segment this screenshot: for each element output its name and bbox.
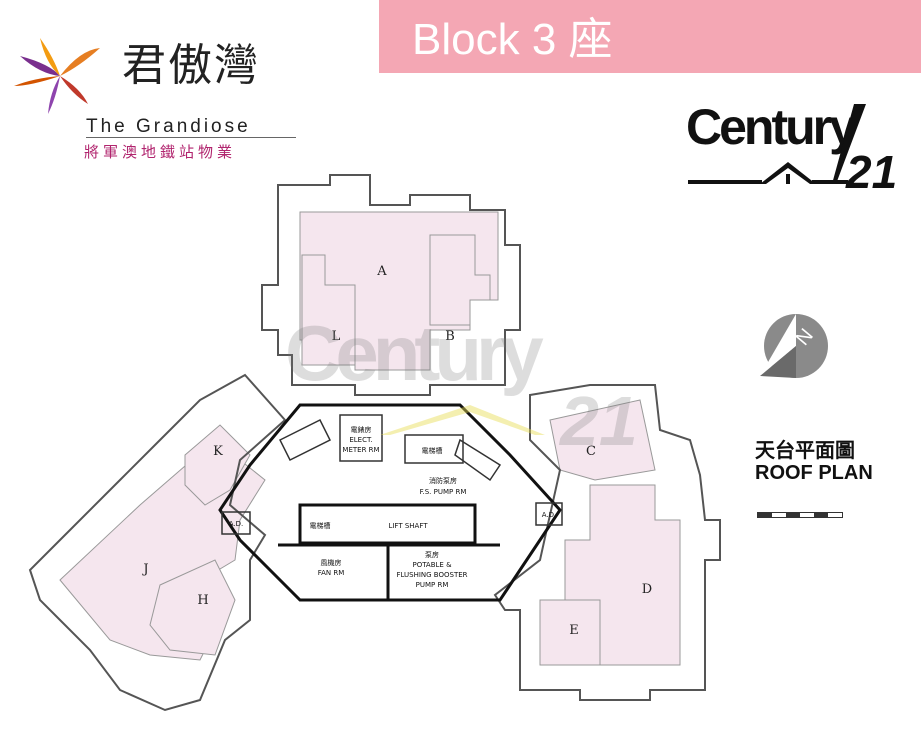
ad-right-box <box>535 502 563 526</box>
unit-b-label: B <box>445 329 455 344</box>
unit-j-label: J <box>141 562 148 577</box>
logo-english-name: The Grandiose <box>86 116 251 137</box>
grandiose-logo: 君傲灣 The Grandiose 將軍澳地鐵站物業 <box>10 20 300 161</box>
svg-text:21: 21 <box>558 382 638 460</box>
unit-l-area <box>301 254 356 366</box>
fan-room-wall <box>278 543 500 600</box>
plan-title-english: ROOF PLAN <box>755 462 873 484</box>
ad-left-label: A.D. <box>229 520 244 528</box>
unit-c-area <box>549 399 656 481</box>
north-arrow-icon <box>760 314 828 378</box>
unit-k-area <box>184 424 251 506</box>
svg-text:21: 21 <box>845 146 897 192</box>
logo-subtitle: 將軍澳地鐵站物業 <box>84 143 237 161</box>
svg-text:Century: Century <box>285 309 543 397</box>
block-banner <box>379 0 921 73</box>
cable-shaft-label-lift: 電梯槽 <box>310 521 331 530</box>
plan-title-chinese: 天台平面圖 <box>755 438 855 462</box>
fs-pump-label-cn: 消防泵房 <box>429 476 457 485</box>
ad-right-label: A.D. <box>542 511 557 519</box>
fan-room-label-cn: 風機房 <box>321 558 342 567</box>
elect-room-label-cn: 電錶房 <box>351 425 372 434</box>
century21-watermark: Century 21 <box>285 309 638 460</box>
block-title: Block 3 座 <box>412 15 613 64</box>
unit-e-label: E <box>569 623 579 638</box>
elect-room-label-en2: METER RM <box>342 446 379 454</box>
lift-shaft-wall <box>298 503 477 545</box>
svg-text:Century: Century <box>686 99 857 155</box>
unit-c-label: C <box>586 444 596 459</box>
unit-d-label: D <box>642 582 652 597</box>
cable-shaft-label-top: 電梯槽 <box>422 446 443 455</box>
cable-shaft-top <box>404 434 464 464</box>
unit-l-label: L <box>332 329 341 344</box>
fs-pump-label-en: F.S. PUMP RM <box>420 488 467 496</box>
stair-right <box>454 438 502 482</box>
elect-meter-room <box>339 414 383 462</box>
century21-logo-icon: Century 21 <box>686 99 897 198</box>
unit-b-area <box>429 234 491 326</box>
pump-room-label-en2: FLUSHING BOOSTER <box>396 571 467 579</box>
unit-h-label: H <box>197 593 208 608</box>
ad-left-box <box>221 511 251 535</box>
logo-chinese-name: 君傲灣 <box>122 40 260 91</box>
left-wing-outline <box>28 373 287 712</box>
top-wing-outline <box>261 174 521 396</box>
central-core-wall <box>218 403 562 602</box>
pump-room-label-en1: POTABLE & <box>412 561 452 569</box>
elect-room-label-en1: ELECT. <box>349 436 372 444</box>
pump-room-label-cn: 泵房 <box>425 550 439 559</box>
logo-divider <box>86 137 296 138</box>
star-logo-icon <box>14 38 100 114</box>
unit-k-label: K <box>213 444 223 459</box>
unit-h-area <box>149 559 236 656</box>
fan-room-label-en: FAN RM <box>318 569 345 577</box>
century21-logo: Century 21 <box>686 92 906 198</box>
pump-room-label-en3: PUMP RM <box>416 581 449 589</box>
scale-bar <box>757 512 843 518</box>
unit-e-area <box>539 599 601 666</box>
lift-shaft-label: LIFT SHAFT <box>388 522 428 530</box>
unit-a-label: A <box>376 264 387 279</box>
stair-left <box>278 418 332 462</box>
